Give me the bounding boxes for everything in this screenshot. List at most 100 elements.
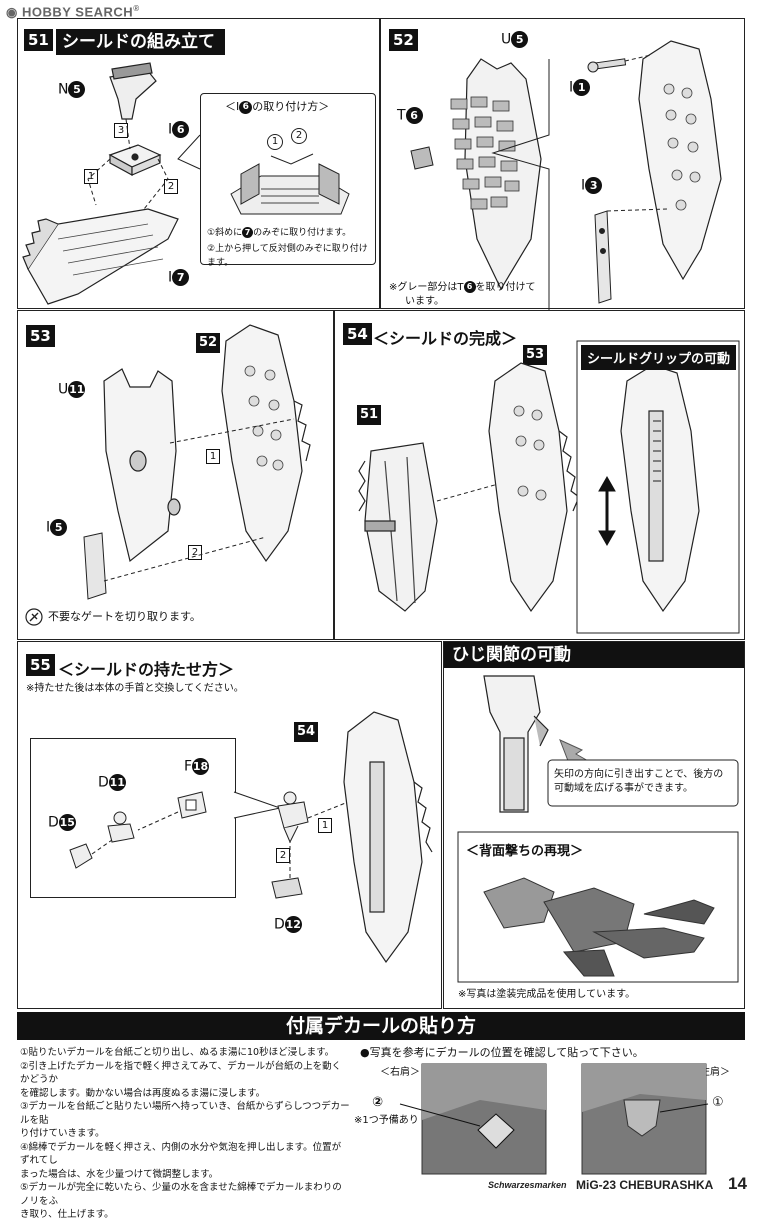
side-piece-i5 [83,532,107,600]
step-54-drawing [358,340,740,634]
order-box-2: 2 [276,848,290,863]
block-part-t6 [410,146,434,170]
plate-part-i6 [108,144,162,177]
bar-part-i3 [594,210,612,304]
shield-assembly-53 [488,362,580,613]
left-shoulder-photo [581,1063,709,1175]
step-number: 53 [26,325,55,347]
part-label-d11: D11 [98,774,126,791]
step-number: 51 [24,29,53,51]
callout-note-2: ②上から押して反対側のみぞに取り付けます。 [207,244,368,268]
callout-drawing [230,153,350,215]
shield-back-assembly [638,40,722,281]
grip-movement-title: シールドグリップの可動 [581,345,737,370]
finger-part-d15 [69,843,93,869]
part-label-u11: U11 [58,381,86,398]
elbow-desc: 矢印の方向に引き出すことで、後方の可動域を広げる事ができます。 [554,769,724,794]
grip-rail-51 [358,442,438,612]
callout-mark-1: 1 [267,134,283,150]
step-title: ＜シールドの持たせ方＞ [58,660,235,679]
step-55-note: ※持たせた後は本体の手首と交換してください。 [26,683,244,694]
shield-assembly-52 [221,324,311,563]
step-53-drawing [25,324,311,626]
photo-note: ※写真は塗装完成品を使用しています。 [458,989,636,1000]
footer-model: MiG-23 CHEBURASHKA [576,1178,714,1192]
decal-steps: ①貼りたいデカールを台紙ごと切り出し、ぬるま湯に10秒ほど浸します。 ②引き上げ… [20,1046,350,1222]
elbow-drawing [457,675,739,983]
decal-step-line: ④綿棒でデカールを軽く押さえ、内側の水分や気泡を押し出します。位置がずれてし [20,1141,342,1167]
footer-series: Schwarzesmarken [488,1180,567,1190]
gate-cut-icon [25,608,43,626]
order-box-2: 2 [188,545,202,560]
assembled-hand [277,791,309,844]
decal-step-line: り付けていきます。 [20,1128,105,1139]
back-shot-photo [464,868,730,980]
order-box-1: 1 [318,818,332,833]
elbow-title: ひじ関節の可動 [444,642,744,668]
step-55-panel: 55 ＜シールドの持たせ方＞ ※持たせた後は本体の手首と交換してください。 54… [17,641,442,1009]
step-number: 52 [389,29,418,51]
hand-part-f18 [177,791,207,819]
cover-plate-u11 [103,368,181,563]
ref-step-54: 54 [294,722,319,742]
step-number: 54 [343,323,372,345]
back-shot-title: ＜背面撃ちの再現＞ [466,844,584,859]
page-number: 14 [728,1174,747,1193]
spare-note: ※1つ予備あり [354,1115,419,1126]
part-label-f18: F18 [184,758,210,775]
hobby-search-watermark: ◉ HOBBY SEARCH® [6,4,140,20]
grip-movement-drawing [620,364,700,613]
order-box-2: 2 [164,179,178,194]
left-shoulder-label: ＜左肩＞ [690,1067,730,1078]
ref-step-53: 53 [523,345,548,365]
shield-base-part-i7 [22,208,179,305]
step-54-panel: 54 ＜シールドの完成＞ 51 53 [334,310,745,640]
decal-step-line: ③デカールを台紙ごと貼りたい場所へ持っていき、台紙からずらしつつデカールを貼 [20,1101,350,1126]
pin-part-i1 [587,58,627,73]
double-arrow-icon [598,475,616,547]
order-box-1: 1 [84,169,98,184]
step-52-drawing [410,40,722,310]
decal-step-line: ②引き上げたデカールを指で軽く押さえてみて、デカールが台紙の上を動くかどうか [20,1060,342,1086]
grip-part-n5 [109,62,157,120]
camera-icon: ◉ [6,4,22,20]
part-label-d12: D12 [274,916,302,933]
decal-step-line: まった場合は、水を少量つけて微調整します。 [20,1168,219,1180]
order-box-1: 1 [206,449,220,464]
ref-step-52: 52 [196,333,221,353]
gate-note: 不要なゲートを切り取ります。 [48,610,201,623]
right-shoulder-photo [399,1063,547,1175]
step-51-drawing [22,62,201,305]
decal-step-line: き取り、仕上げます。 [20,1209,114,1220]
ref-step-51: 51 [357,405,382,425]
shield-half-u5 [450,58,542,291]
part-label-d15: D15 [48,814,76,831]
step-title: ＜シールドの完成＞ [373,329,518,348]
decal-title: 付属デカールの貼り方 [17,1012,745,1040]
elbow-panel: ひじ関節の可動 矢印の方向に引き出すことで、後方の可動域を広げる事ができます。 … [443,641,745,1009]
wrist-part-d11 [107,811,135,843]
decal-step-line: ①貼りたいデカールを台紙ごと切り出し、ぬるま湯に10秒ほど浸します。 [20,1047,335,1058]
step-title: シールドの組み立て [56,29,225,55]
decal-mark-1: ① [712,1095,724,1110]
step-55-drawing [69,711,433,964]
completed-shield-54 [343,711,433,964]
step-number: 55 [26,654,55,676]
wrist-part-d12 [271,877,303,899]
callout-mark-2: 2 [291,128,307,144]
order-box-3: 3 [114,123,128,138]
